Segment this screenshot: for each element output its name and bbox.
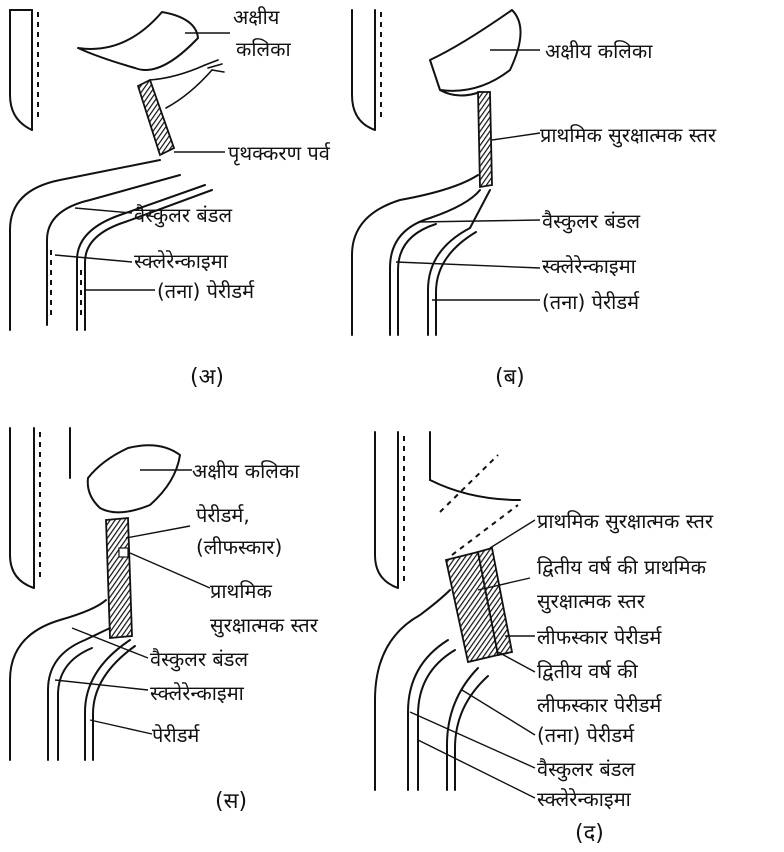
label-primary-protective-layer: प्राथमिक सुरक्षात्मक स्तर (537, 509, 714, 534)
petiole-stub (352, 10, 381, 130)
label-second-year-primary: सुरक्षात्मक स्तर (537, 589, 646, 614)
petiole-stub (10, 10, 38, 130)
label-periderm-leafscar: पेरीडर्म, (196, 503, 250, 527)
axillary-bud-shape (78, 12, 198, 70)
label-second-year-primary: द्वितीय वर्ष की प्राथमिक (537, 555, 707, 579)
label-second-year-leafscar: द्वितीय वर्ष की (537, 659, 639, 683)
leafscar-periderm-layer (106, 518, 132, 638)
caption-a: (अ) (190, 365, 224, 390)
panel-c: अक्षीय कलिका पेरीडर्म, (लीफस्कार) प्राथम… (10, 428, 319, 814)
leader-lines-b (396, 50, 540, 300)
label-stem-periderm: (तना) पेरीडर्म (157, 279, 255, 303)
label-stem-periderm: (तना) पेरीडर्म (537, 723, 635, 747)
separation-septum-layer (138, 80, 174, 155)
label-vascular-bundle: वैस्कुलर बंडल (537, 757, 635, 782)
old-bud-outline (440, 455, 498, 512)
stem-lines (352, 175, 490, 335)
label-vascular-bundle: वैस्कुलर बंडल (134, 203, 232, 228)
label-sclerenchyma: स्क्लेरेन्काइमा (542, 254, 637, 278)
old-bud-outline (452, 505, 518, 555)
panel-b: अक्षीय कलिका प्राथमिक सुरक्षात्मक स्तर व… (352, 10, 717, 390)
label-vascular-bundle: वैस्कुलर बंडल (542, 209, 640, 234)
label-vascular-bundle: वैस्कुलर बंडल (150, 647, 248, 672)
panel-d: प्राथमिक सुरक्षात्मक स्तर द्वितीय वर्ष क… (375, 432, 714, 846)
label-axillary-bud: कलिका (236, 37, 291, 61)
label-primary-protective-layer: प्राथमिक सुरक्षात्मक स्तर (540, 123, 717, 148)
label-axillary-bud: अक्षीय (233, 5, 280, 29)
label-periderm: पेरीडर्म (152, 723, 200, 747)
bud-trace (119, 548, 128, 557)
caption-b: (ब) (495, 365, 525, 390)
petiole-stub (10, 428, 70, 588)
stem-lines (10, 160, 212, 330)
label-second-year-leafscar: लीफस्कार पेरीडर्म (537, 693, 662, 717)
axillary-bud-shape (88, 445, 180, 512)
label-sclerenchyma: स्क्लेरेन्काइमा (150, 681, 245, 705)
caption-d: (द) (575, 821, 604, 846)
primary-protective-layer (478, 92, 492, 187)
label-axillary-bud: अक्षीय कलिका (545, 39, 653, 63)
label-primary-protective: प्राथमिक (210, 579, 272, 603)
label-separation-septum: पृथक्करण पर्व (228, 141, 331, 166)
label-sclerenchyma: स्क्लेरेन्काइमा (134, 249, 229, 273)
panel-a: अक्षीय कलिका पृथक्करण पर्व वैस्कुलर बंडल… (10, 5, 331, 390)
label-leafscar-periderm: लीफस्कार पेरीडर्म (537, 625, 662, 649)
label-stem-periderm: (तना) पेरीडर्म (542, 290, 640, 314)
label-periderm-leafscar: (लीफस्कार) (196, 535, 282, 559)
label-sclerenchyma: स्क्लेरेन्काइमा (537, 787, 632, 811)
caption-c: (स) (215, 789, 247, 814)
label-primary-protective: सुरक्षात्मक स्तर (210, 613, 319, 638)
label-axillary-bud: अक्षीय कलिका (192, 459, 300, 483)
